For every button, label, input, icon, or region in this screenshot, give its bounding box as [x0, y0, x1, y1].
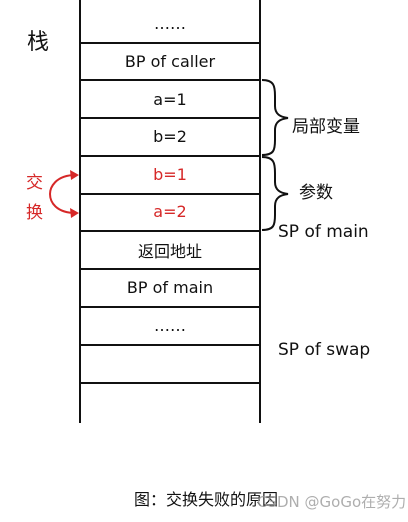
row-divider [79, 344, 261, 346]
row-divider [79, 306, 261, 308]
stack-cell-local-a: a=1 [153, 90, 187, 109]
stack-diagram: …… BP of caller a=1 b=2 b=1 a=2 返回地址 BP … [79, 0, 261, 423]
stack-cell-ellipsis-top: …… [154, 14, 186, 33]
stack-cell-param-a: a=2 [153, 202, 187, 221]
swap-arrowhead-bottom [70, 208, 79, 218]
row-divider [79, 117, 261, 119]
sp-of-swap-label: SP of swap [278, 340, 371, 360]
stack-cell-local-b: b=2 [153, 127, 187, 146]
row-divider [79, 230, 261, 232]
stack-left-border [79, 0, 81, 423]
row-divider [79, 268, 261, 270]
row-divider [79, 193, 261, 195]
swap-label-bottom: 换 [26, 203, 43, 223]
row-divider [79, 42, 261, 44]
stack-label: 栈 [27, 30, 50, 55]
locals-label: 局部变量 [292, 117, 360, 137]
stack-cell-bp-of-main: BP of main [126, 278, 214, 297]
params-brace [261, 156, 289, 231]
figure-caption: 图：交换失败的原因 [134, 490, 279, 509]
row-divider [79, 79, 261, 81]
stack-cell-ellipsis-mid: …… [154, 316, 186, 335]
watermark: CSDN @GoGo在努力 [257, 493, 407, 511]
stack-right-border [259, 0, 261, 423]
row-divider [79, 155, 261, 157]
locals-brace [261, 79, 289, 156]
row-divider [79, 382, 261, 384]
stack-cell-bp-of-caller: BP of caller [124, 52, 216, 71]
params-label: 参数 [299, 183, 333, 203]
swap-arrowhead-top [70, 170, 79, 180]
swap-arrow [48, 174, 77, 214]
stack-cell-return-address: 返回地址 [137, 242, 202, 261]
stack-cell-param-b: b=1 [153, 165, 187, 184]
swap-label-top: 交 [26, 173, 43, 193]
sp-of-main-label: SP of main [278, 222, 369, 242]
